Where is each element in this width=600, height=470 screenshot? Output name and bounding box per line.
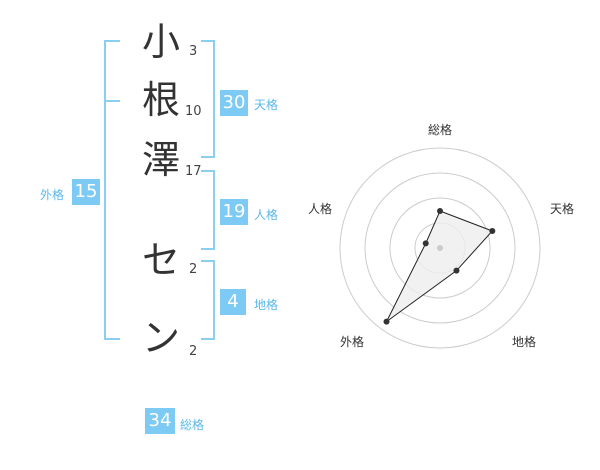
- jinkaku-bracket-top: [201, 170, 215, 172]
- gaikaku-badge: 15: [72, 179, 100, 205]
- chikaku-badge: 4: [220, 289, 246, 315]
- name-char-1: 小: [141, 20, 180, 64]
- jinkaku-bracket-bottom: [201, 248, 215, 250]
- chikaku-label: 地格: [254, 298, 279, 312]
- radar-point-5: [422, 240, 429, 247]
- jinkaku-label: 人格: [254, 208, 279, 222]
- tenkaku-bracket-line: [213, 40, 215, 158]
- radar-axis-label-3: 地格: [512, 334, 536, 349]
- name-char-2: 根: [141, 78, 180, 122]
- chikaku-bracket-top: [201, 260, 215, 262]
- radar-axis-label-4: 外格: [340, 334, 364, 349]
- radar-ring: [389, 197, 491, 299]
- stroke-count-1: 3: [189, 44, 198, 59]
- radar-ring: [364, 172, 516, 324]
- radar-point-2: [489, 228, 496, 235]
- tenkaku-label: 天格: [254, 98, 279, 112]
- radar-center-dot: [437, 245, 443, 251]
- stroke-count-2: 10: [185, 104, 202, 119]
- radar-chart: 総格 天格 地格 外格 人格: [308, 122, 574, 349]
- chikaku-bracket-line: [213, 260, 215, 340]
- name-char-3: 澤: [141, 138, 180, 182]
- gaikaku-bracket-top: [104, 40, 120, 42]
- radar-axis-label-2: 天格: [550, 201, 574, 216]
- chikaku-bracket-bottom: [201, 338, 215, 340]
- gaikaku-bracket-mid: [104, 100, 120, 102]
- gaikaku-bracket-bottom: [104, 338, 120, 340]
- soukaku-label: 総格: [180, 418, 205, 432]
- radar-point-3: [453, 267, 460, 274]
- tenkaku-badge: 30: [220, 90, 248, 116]
- radar-polygon: [386, 210, 494, 323]
- stroke-count-3: 17: [185, 164, 202, 179]
- stroke-count-4: 2: [189, 262, 198, 277]
- gaikaku-label: 外格: [40, 188, 65, 202]
- tenkaku-bracket-bottom: [201, 156, 215, 158]
- name-char-5: ン: [141, 316, 180, 360]
- jinkaku-bracket-line: [213, 170, 215, 250]
- radar-axis-label-5: 人格: [308, 201, 332, 216]
- radar-point-4: [383, 318, 390, 325]
- radar-point-1: [437, 208, 443, 214]
- name-char-4: セ: [141, 238, 180, 282]
- radar-points: [383, 208, 496, 325]
- radar-ring: [339, 147, 541, 349]
- stroke-count-5: 2: [189, 344, 198, 359]
- tenkaku-bracket-top: [201, 40, 215, 42]
- soukaku-badge: 34: [145, 408, 175, 434]
- radar-axis-label-1: 総格: [428, 122, 452, 137]
- gaikaku-bracket-line: [104, 40, 106, 340]
- jinkaku-badge: 19: [220, 199, 248, 225]
